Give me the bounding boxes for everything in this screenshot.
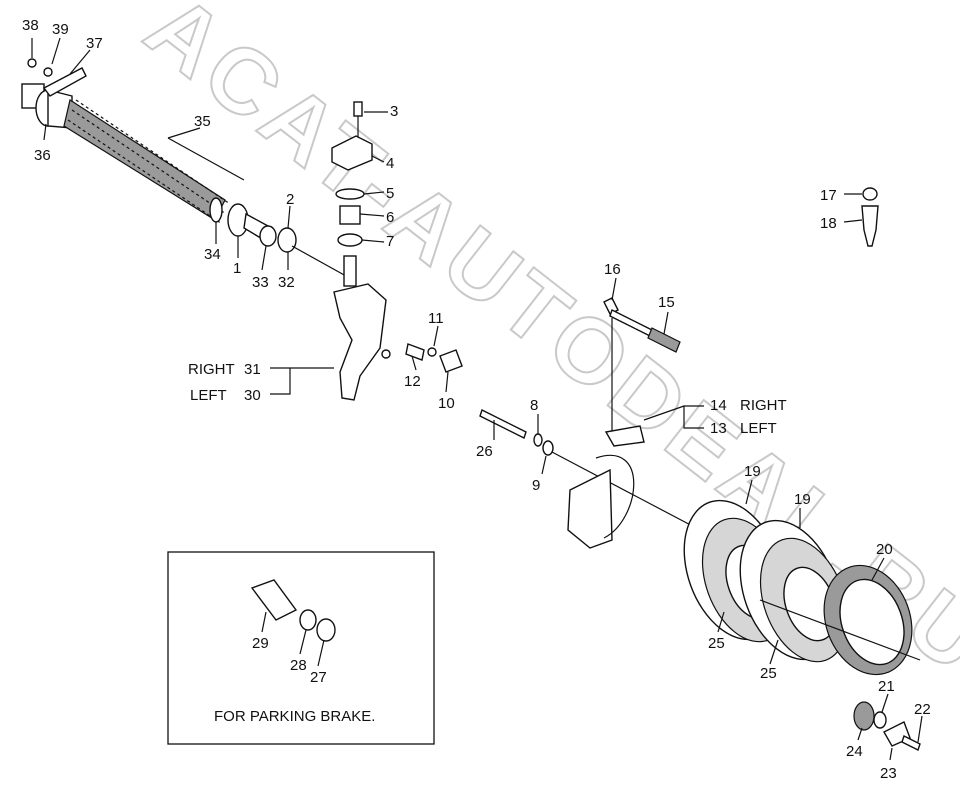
callout-29: 29 [252,635,269,652]
ring-part-32 [277,227,297,253]
inset-frame [167,551,435,745]
callout-31: 31 [244,361,261,378]
callout-15: 15 [658,294,675,311]
callout-18: 18 [820,215,837,232]
side-label-right-14: RIGHT [740,397,787,414]
callout-21: 21 [878,678,895,695]
cover-part-4 [331,135,373,171]
callout-30: 30 [244,387,261,404]
nut-part-10 [439,349,463,373]
callout-19a: 19 [744,463,761,480]
rod-part-26 [479,409,527,439]
callout-26: 26 [476,443,493,460]
bolt-part-22 [901,735,921,751]
callout-34: 34 [204,246,221,263]
bushing-part-6 [339,205,361,225]
side-label-left-13: LEFT [740,420,777,437]
bracket-part-13-14 [604,425,645,447]
spring-assembly [21,58,347,277]
callout-4: 4 [386,155,394,172]
callout-11: 11 [428,310,444,327]
gear-part-24 [853,701,875,731]
pin-group [405,325,463,373]
callout-38: 38 [22,17,39,34]
bolt-group [603,187,879,440]
disc-pack [683,499,921,676]
callout-19b: 19 [794,491,811,508]
nut-part-33 [259,225,277,247]
callout-5: 5 [386,185,394,202]
rod-group [479,409,701,549]
callout-28: 28 [290,657,307,674]
callout-22: 22 [914,701,931,718]
parking-brake-inset: FOR PARKING BRAKE. [167,551,435,745]
lever-assembly [331,101,391,401]
callout-9: 9 [532,477,540,494]
callout-labels: 3 4 5 6 7 2 35 36 34 1 33 32 38 39 37 RI… [22,17,931,782]
bolt-head-part-16 [603,297,619,315]
lever-part-30-31 [333,283,387,401]
washer-part-39 [43,67,53,77]
clip-part-8 [533,433,543,447]
callout-24: 24 [846,743,863,760]
washer-part-34 [209,197,223,223]
oring-part-5 [335,188,365,200]
callout-8: 8 [530,397,538,414]
snap-ring-part-27 [316,618,336,642]
leader-lines [31,37,923,761]
callout-33: 33 [252,274,269,291]
washer-part-21 [873,711,887,729]
callout-25a: 25 [708,635,725,652]
callout-10: 10 [438,395,455,412]
callout-39: 39 [52,21,69,38]
callout-6: 6 [386,209,394,226]
callout-20: 20 [876,541,893,558]
pin-part-12 [405,343,425,361]
callout-1: 1 [233,260,241,277]
ring-part-28 [299,609,317,631]
clip-part-11 [427,347,437,357]
callout-3: 3 [390,103,398,120]
bolt-part-38 [27,58,37,68]
callout-25b: 25 [760,665,777,682]
cap-part-17 [862,187,878,201]
pin-part-18 [861,205,879,247]
callout-35: 35 [194,113,211,130]
side-label-left-30: LEFT [190,387,227,404]
side-label-right-31: RIGHT [188,361,235,378]
callout-14: 14 [710,397,727,414]
callout-36: 36 [34,147,51,164]
sleeve-part-29 [250,579,298,621]
callout-32: 32 [278,274,295,291]
callout-16: 16 [604,261,621,278]
clip-part-9 [542,440,554,456]
callout-23: 23 [880,765,897,782]
callout-17: 17 [820,187,837,204]
gear-group [853,701,921,751]
callout-37: 37 [86,35,103,52]
washer-part-7 [337,233,363,247]
callout-7: 7 [386,233,394,250]
callout-12: 12 [404,373,421,390]
inset-caption: FOR PARKING BRAKE. [214,708,375,725]
callout-13: 13 [710,420,727,437]
callout-27: 27 [310,669,327,686]
spring-part-15 [647,327,681,353]
callout-2: 2 [286,191,294,208]
